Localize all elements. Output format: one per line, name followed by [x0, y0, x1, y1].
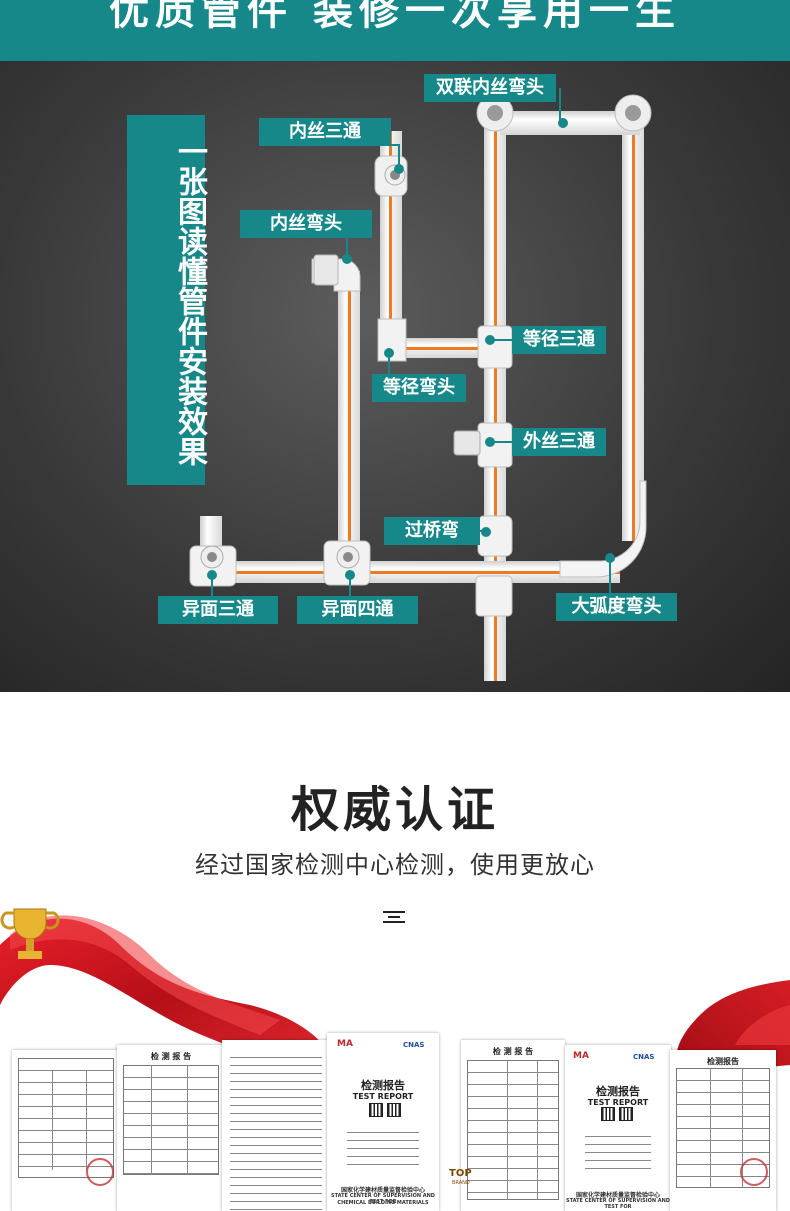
- cert-title: 权威认证: [290, 782, 499, 838]
- certificate-test-report: MA CNAS 检测报告 TEST REPORT 国家化学建材质量监督检验中心 …: [327, 1033, 439, 1211]
- label-bridge-bend: 过桥弯: [384, 517, 480, 545]
- label-equal-elbow: 等径弯头: [372, 374, 466, 402]
- trophy-sublabel: BRAND: [452, 1180, 470, 1186]
- top-banner: 优质管件 装修一次享用一生: [0, 0, 790, 61]
- certificates-showcase: 检 测 报 告 MA CNAS 检测报告 TEST REPORT 国家化学建材质…: [0, 905, 790, 1211]
- pipe-diagram: 一张图读懂管件安装效果 双联内丝弯头 内丝三通 内丝弯头 等径三通 等径弯头 外…: [0, 61, 790, 692]
- trophy-label: TOP: [449, 1168, 472, 1179]
- label-equal-tee: 等径三通: [512, 326, 606, 354]
- cert-subtitle: 经过国家检测中心检测，使用更放心: [195, 851, 595, 879]
- banner-slogan: 优质管件 装修一次享用一生: [109, 0, 681, 34]
- label-double-union-elbow: 双联内丝弯头: [424, 74, 556, 102]
- menu-lines-icon: [383, 911, 405, 923]
- label-offset-tee: 异面三通: [158, 596, 278, 624]
- label-large-arc-elbow: 大弧度弯头: [556, 593, 677, 621]
- certificate-document: 检 测 报 告: [461, 1040, 565, 1211]
- label-inner-thread-tee: 内丝三通: [259, 118, 391, 146]
- label-outer-thread-tee: 外丝三通: [512, 428, 606, 456]
- vertical-title: 一张图读懂管件安装效果: [172, 136, 207, 466]
- leader-dots: [207, 118, 615, 580]
- certificate-test-report: MA CNAS 检测报告 TEST REPORT 国家化学建材质量监督检验中心 …: [565, 1045, 671, 1211]
- certificate-document: 检测报告: [670, 1050, 776, 1211]
- vertical-title-banner: 一张图读懂管件安装效果: [127, 115, 207, 485]
- label-offset-cross: 异面四通: [297, 596, 418, 624]
- certificate-document: 检 测 报 告: [117, 1045, 225, 1211]
- certificate-document: [222, 1040, 330, 1211]
- pipe-illustration: [189, 88, 652, 681]
- horizontal-pipes: [220, 111, 640, 583]
- trophy-icon: [0, 908, 60, 959]
- label-inner-thread-elbow: 内丝弯头: [240, 210, 372, 238]
- certificate-document: [12, 1050, 120, 1211]
